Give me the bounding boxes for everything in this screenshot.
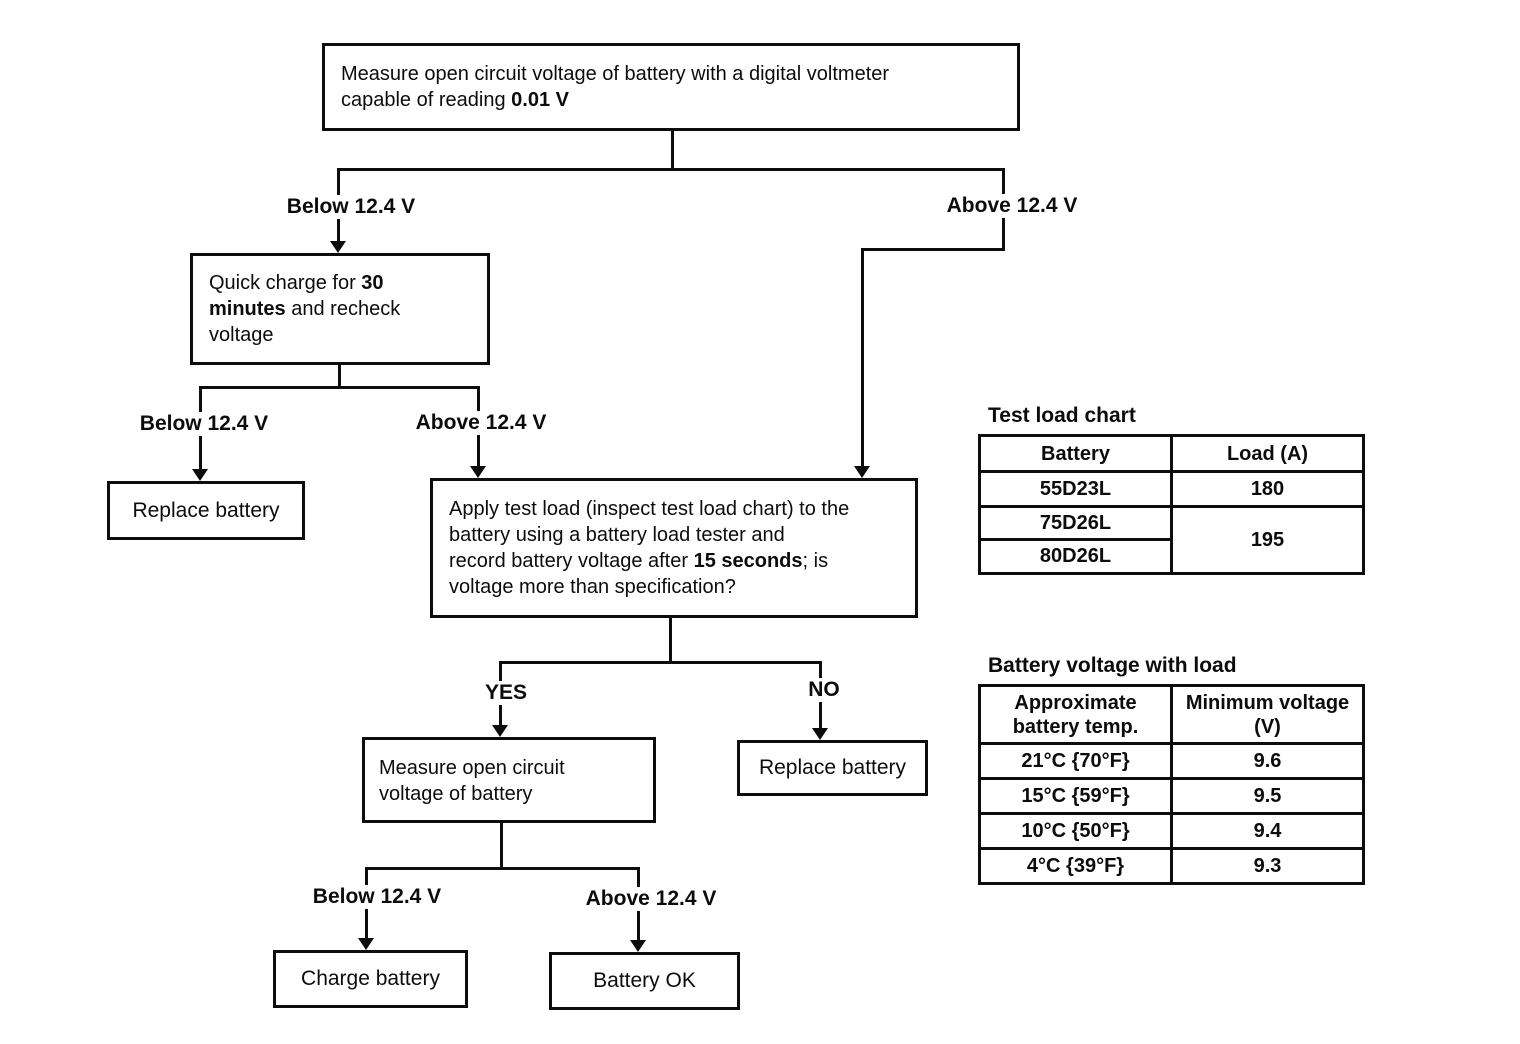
connector-line	[338, 365, 341, 388]
node-text-line: minutes and recheck	[209, 298, 401, 320]
node-text-line: battery using a battery load tester and	[449, 524, 785, 546]
battery-voltage-table: Approximate battery temp. Minimum voltag…	[978, 684, 1365, 885]
node-measure-open-circuit-voltage-2: Measure open circuit voltage of battery	[362, 737, 656, 823]
branch-label-below-3: Below 12.4 V	[306, 885, 448, 909]
cell-voltage: 9.6	[1170, 742, 1365, 780]
cell-temp: 4°C {39°F}	[978, 847, 1173, 885]
table-row: 75D26L 195	[978, 505, 1365, 575]
column-header-min-voltage: Minimum voltage (V)	[1170, 684, 1365, 745]
node-text-line: Measure open circuit	[379, 757, 565, 779]
node-text-line: voltage more than specification?	[449, 576, 736, 598]
connector-line	[499, 661, 822, 664]
column-header-load: Load (A)	[1170, 434, 1365, 473]
table-row: 80D26L	[978, 538, 1364, 575]
column-header-battery: Battery	[978, 434, 1173, 473]
table-row: 21°C {70°F} 9.6	[978, 742, 1365, 780]
branch-label-above-2: Above 12.4 V	[409, 411, 553, 435]
arrowhead-icon	[470, 466, 486, 478]
node-label: Replace battery	[132, 498, 280, 522]
arrowhead-icon	[492, 725, 508, 737]
connector-line	[500, 823, 503, 869]
node-quick-charge: Quick charge for 30 minutes and recheck …	[190, 253, 490, 365]
node-text-line: voltage of battery	[379, 783, 533, 805]
node-apply-test-load: Apply test load (inspect test load chart…	[430, 478, 918, 618]
battery-voltage-table-title: Battery voltage with load	[988, 654, 1237, 677]
connector-line	[861, 248, 1005, 251]
connector-line	[365, 867, 640, 870]
node-label: Battery OK	[593, 969, 696, 992]
arrowhead-icon	[358, 938, 374, 950]
connector-line	[861, 248, 864, 470]
arrowhead-icon	[192, 469, 208, 481]
arrowhead-icon	[812, 728, 828, 740]
table-header-row: Battery Load (A)	[978, 434, 1365, 473]
column-header-temp: Approximate battery temp.	[978, 684, 1173, 745]
connector-line	[199, 386, 480, 389]
branch-label-yes: YES	[478, 681, 534, 705]
table-row: 4°C {39°F} 9.3	[978, 847, 1365, 885]
arrowhead-icon	[630, 940, 646, 952]
cell-temp: 21°C {70°F}	[978, 742, 1173, 780]
node-text-line: Measure open circuit voltage of battery …	[341, 63, 890, 85]
connector-line	[669, 618, 672, 663]
table-row: 15°C {59°F} 9.5	[978, 777, 1365, 815]
node-measure-open-circuit-voltage: Measure open circuit voltage of battery …	[322, 43, 1020, 131]
node-label: Charge battery	[301, 967, 440, 990]
node-text-line: Apply test load (inspect test load chart…	[449, 498, 850, 520]
node-replace-battery-1: Replace battery	[107, 481, 305, 540]
table-row: 10°C {50°F} 9.4	[978, 812, 1365, 850]
cell-load: 180	[1170, 470, 1365, 508]
test-load-chart-title: Test load chart	[988, 404, 1136, 427]
table-row: 55D23L 180	[978, 470, 1365, 508]
arrowhead-icon	[854, 466, 870, 478]
table-header-row: Approximate battery temp. Minimum voltag…	[978, 684, 1365, 745]
cell-battery: 75D26L	[978, 505, 1173, 541]
connector-line	[671, 131, 674, 170]
cell-temp: 15°C {59°F}	[978, 777, 1173, 815]
node-text-line: capable of reading 0.01 V	[341, 89, 569, 111]
cell-voltage: 9.3	[1170, 847, 1365, 885]
cell-temp: 10°C {50°F}	[978, 812, 1173, 850]
cell-voltage: 9.4	[1170, 812, 1365, 850]
node-battery-ok: Battery OK	[549, 952, 740, 1010]
node-text-line: Quick charge for 30	[209, 272, 384, 294]
branch-label-below-1: Below 12.4 V	[280, 195, 422, 219]
cell-load-merged: 195	[1170, 505, 1365, 575]
node-label: Replace battery	[758, 756, 907, 779]
cell-voltage: 9.5	[1170, 777, 1365, 815]
cell-battery: 80D26L	[978, 538, 1173, 575]
test-load-chart-table: Battery Load (A) 55D23L 180 75D26L 195 8…	[978, 434, 1365, 575]
node-charge-battery: Charge battery	[273, 950, 468, 1008]
branch-label-above-1: Above 12.4 V	[940, 194, 1084, 218]
node-text-line: record battery voltage after 15 seconds;…	[449, 550, 829, 572]
branch-label-no: NO	[802, 678, 846, 702]
node-text-line: voltage	[209, 324, 274, 346]
branch-label-above-3: Above 12.4 V	[579, 887, 723, 911]
arrowhead-icon	[330, 241, 346, 253]
branch-label-below-2: Below 12.4 V	[133, 412, 275, 436]
node-replace-battery-2: Replace battery	[737, 740, 928, 796]
connector-line	[337, 168, 1005, 171]
cell-battery: 55D23L	[978, 470, 1173, 508]
